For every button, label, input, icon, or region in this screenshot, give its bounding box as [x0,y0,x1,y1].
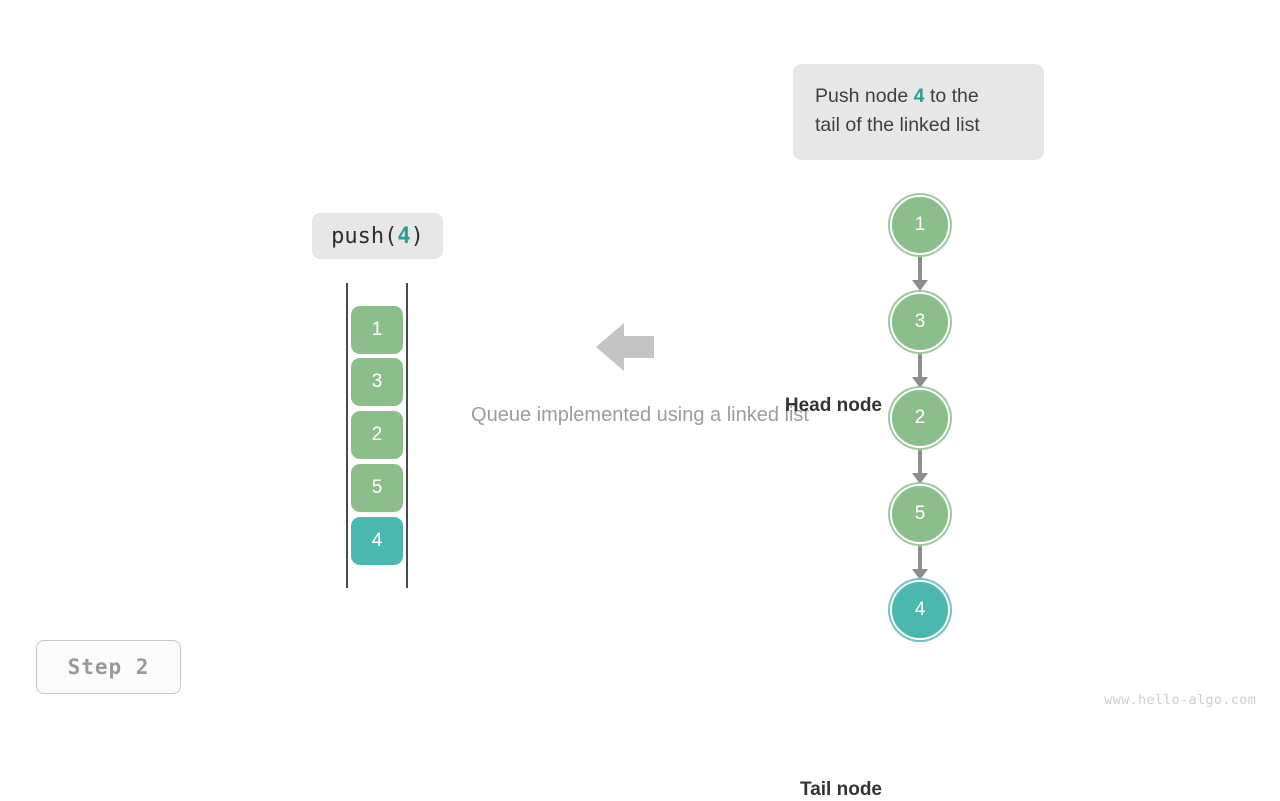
linked-list-node: 1 [890,195,950,255]
linked-list-arrowhead-icon [912,473,928,484]
operation-argument: 4 [397,223,411,249]
queue-cell: 1 [351,306,403,354]
tooltip-text-before: Push node [815,85,914,107]
diagram-caption: Queue implemented using a linked list [471,404,809,426]
linked-list-node: 3 [890,292,950,352]
tooltip-highlight-value: 4 [913,85,925,107]
linked-list-node: 2 [890,388,950,448]
linked-list-arrowhead-icon [912,280,928,291]
queue-array-column: 1 3 2 5 4 [340,283,416,588]
tail-node-label: Tail node [800,779,882,800]
operation-prefix: push( [331,223,398,249]
linked-list-edge [918,354,922,378]
step-badge: Step 2 [36,640,181,694]
queue-cell: 3 [351,358,403,406]
queue-cell: 2 [351,411,403,459]
operation-label: push(4) [312,213,443,259]
linked-list-edge [918,450,922,474]
tooltip-line-two: tail of the linked list [815,114,980,136]
operation-suffix: ) [410,223,424,249]
linked-list-node: 5 [890,484,950,544]
linked-list-diagram: Head node Tail node 1 3 2 5 4 [760,180,1000,800]
linked-list-node-new: 4 [890,580,950,640]
linked-list-arrowhead-icon [912,377,928,388]
push-instruction-callout: Push node 4 to the tail of the linked li… [793,64,1044,160]
linked-list-arrowhead-icon [912,569,928,580]
watermark: www.hello-algo.com [1104,692,1256,708]
column-rail-right [406,283,408,588]
linked-list-edge [918,546,922,570]
column-rail-left [346,283,348,588]
linked-list-edge [918,257,922,281]
tooltip-text-after: to the [924,85,979,107]
queue-cell: 5 [351,464,403,512]
head-node-label: Head node [784,395,882,416]
queue-cell-new: 4 [351,517,403,565]
arrow-left-icon [596,322,654,372]
